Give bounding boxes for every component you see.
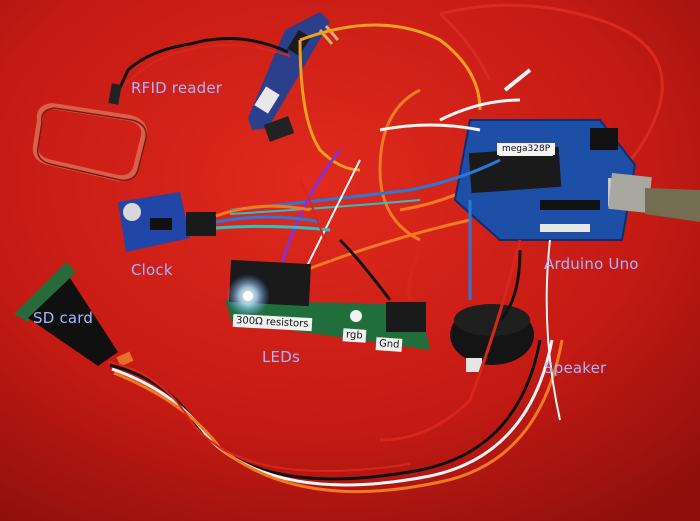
rfid-antenna-coil xyxy=(32,102,148,182)
usb-cable xyxy=(608,173,700,222)
label-sd-card: SD card xyxy=(33,309,94,327)
sd-card-module xyxy=(14,262,134,367)
rgb-board-text: rgb xyxy=(342,328,367,343)
gnd-board-text: Gnd xyxy=(375,337,403,352)
label-rfid-reader: RFID reader xyxy=(131,79,223,97)
label-speaker: Speaker xyxy=(544,359,607,377)
label-leds: LEDs xyxy=(262,348,300,366)
label-arduino-uno: Arduino Uno xyxy=(544,255,639,273)
label-clock: Clock xyxy=(131,261,173,279)
clock-module-board xyxy=(118,192,216,252)
chip-label-text: mega328P xyxy=(499,143,554,156)
